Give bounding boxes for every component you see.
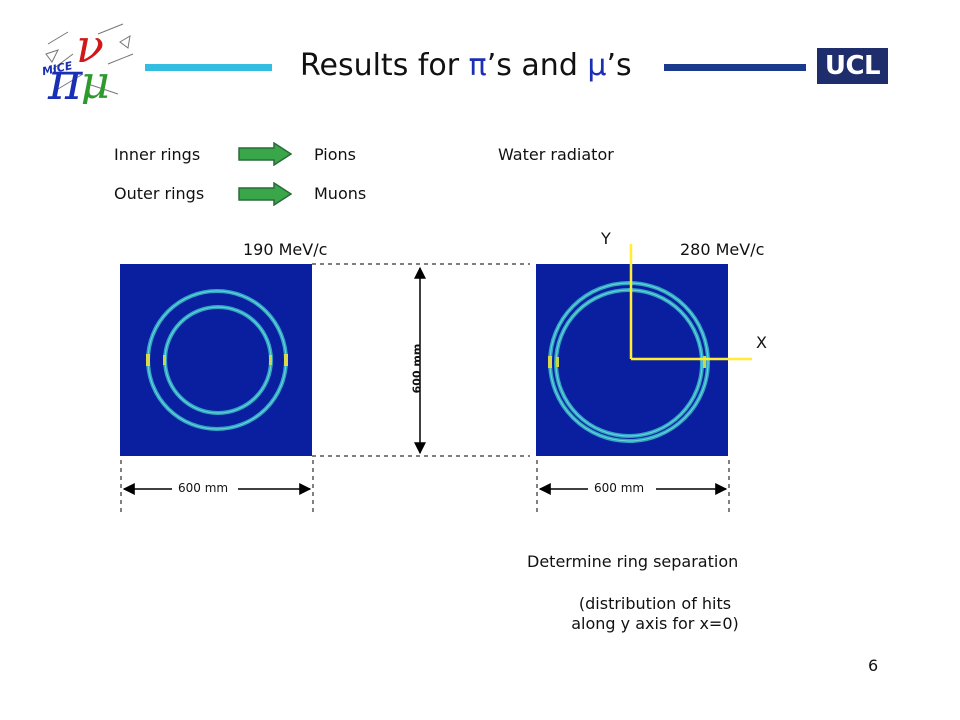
slide-title: Results for π’s and μ’s <box>300 48 632 83</box>
water-radiator-label: Water radiator <box>498 145 614 164</box>
hits-distribution-note-line2: along y axis for x=0) <box>571 614 739 633</box>
header-accent-bar-right <box>664 64 806 71</box>
left-ring-image <box>120 264 312 456</box>
pi-symbol: π <box>468 48 487 83</box>
right-rings-plot <box>548 281 710 443</box>
left-width-label: 600 mm <box>178 481 229 495</box>
ucl-logo: UCL <box>817 48 888 84</box>
ring-separation-note: Determine ring separation <box>527 552 739 571</box>
mu-symbol: μ <box>587 48 607 83</box>
left-momentum-label: 190 MeV/c <box>243 240 328 259</box>
mice-logo: π ν μ MICE <box>41 19 134 104</box>
green-arrow-icon <box>238 142 292 166</box>
y-axis-label: Y <box>601 229 611 248</box>
height-dimension-label: 600 mm <box>410 343 424 394</box>
title-prefix: Results for <box>300 48 469 83</box>
hits-distribution-note-line1: (distribution of hits <box>578 594 732 613</box>
svg-text:π: π <box>47 52 83 104</box>
outer-rings-label: Outer rings <box>114 184 205 203</box>
pions-label: Pions <box>314 145 357 164</box>
left-rings-plot <box>146 289 288 431</box>
title-mid: ’s and <box>486 48 588 83</box>
x-axis-label: X <box>756 333 767 352</box>
muons-label: Muons <box>314 184 367 203</box>
right-width-label: 600 mm <box>594 481 645 495</box>
svg-text:ν: ν <box>76 19 104 73</box>
title-suffix: ’s <box>606 48 632 83</box>
mice-logo-text: MICE <box>41 59 74 78</box>
page-number: 6 <box>868 656 879 675</box>
svg-text:μ: μ <box>80 55 110 104</box>
header-accent-bar-left <box>145 64 272 71</box>
green-arrow-icon <box>238 182 292 206</box>
inner-rings-label: Inner rings <box>114 145 201 164</box>
right-momentum-label: 280 MeV/c <box>680 240 765 259</box>
